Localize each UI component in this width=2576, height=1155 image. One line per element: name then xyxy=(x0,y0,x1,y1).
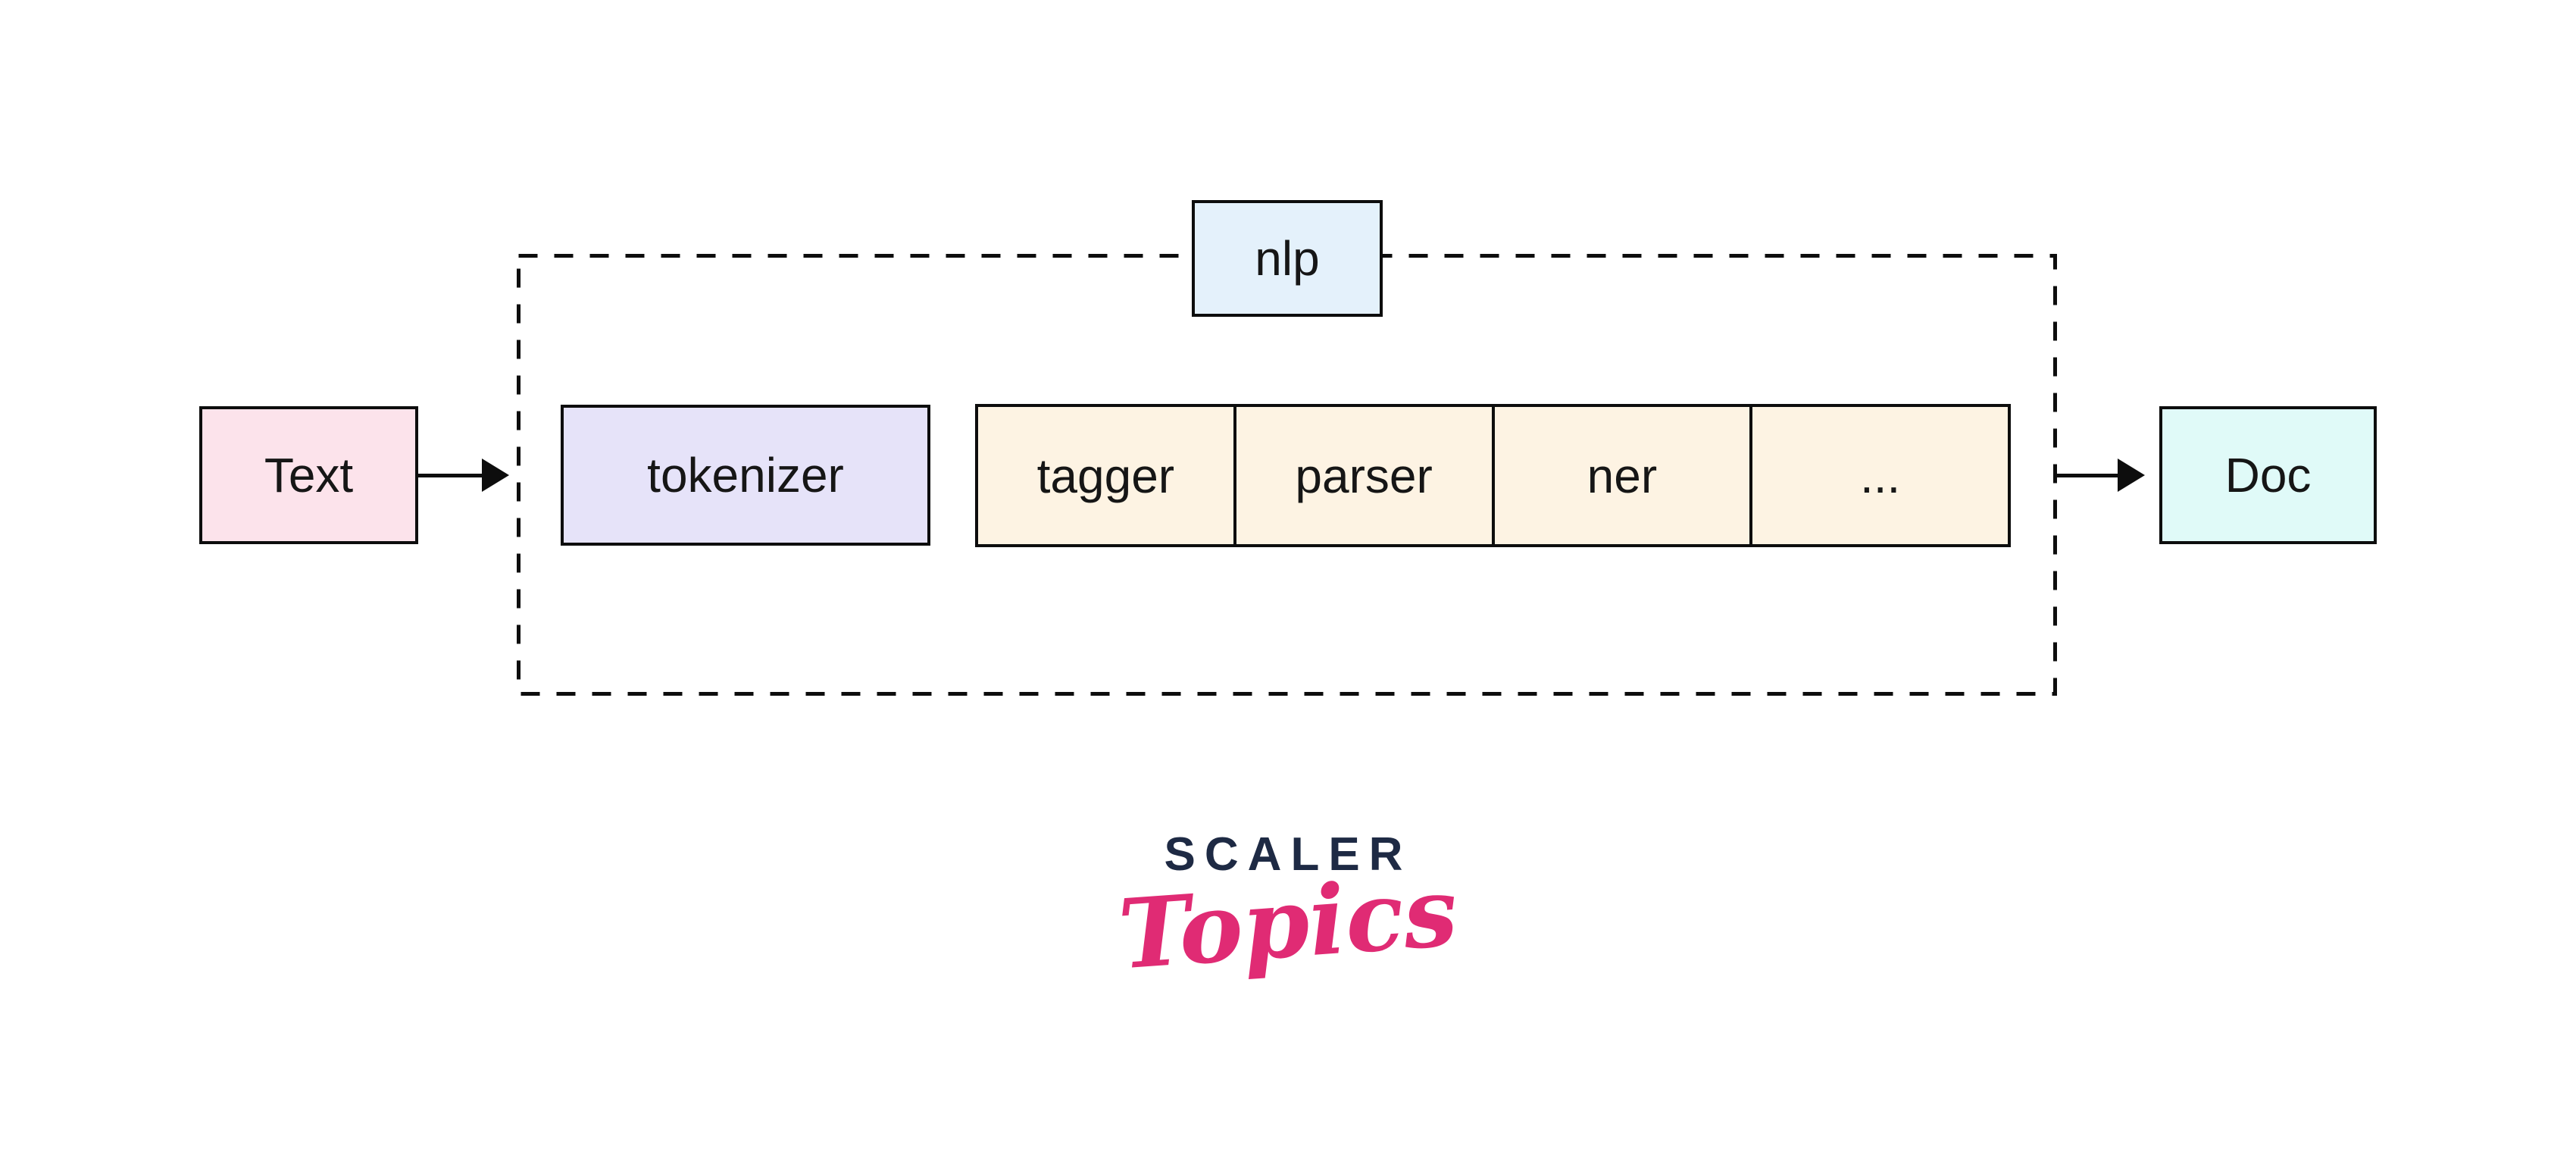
input-text-label: Text xyxy=(264,448,354,502)
pipeline-components-box: tagger parser ner ... xyxy=(975,404,2011,547)
nlp-label: nlp xyxy=(1255,231,1320,286)
arrow-head xyxy=(2118,459,2145,492)
ner-label: ner xyxy=(1587,448,1658,503)
nlp-container-label-box: nlp xyxy=(1192,200,1383,317)
arrow-shaft xyxy=(418,473,482,477)
arrow-head xyxy=(482,459,509,492)
pipeline-cell-ellipsis: ... xyxy=(1749,407,2008,544)
arrow-right-output-icon xyxy=(2054,459,2145,492)
tokenizer-node: tokenizer xyxy=(561,405,930,546)
pipeline-cell-tagger: tagger xyxy=(978,407,1233,544)
arrow-shaft xyxy=(2054,473,2118,477)
arrow-right-input-icon xyxy=(418,459,509,492)
logo-product-text: Topics xyxy=(1114,855,1462,991)
scaler-topics-logo: SCALER Topics xyxy=(1099,828,1477,991)
ellipsis-label: ... xyxy=(1859,448,1901,503)
tokenizer-label: tokenizer xyxy=(647,448,844,502)
pipeline-cell-parser: parser xyxy=(1233,407,1492,544)
input-text-node: Text xyxy=(199,406,418,544)
output-doc-label: Doc xyxy=(2224,448,2312,502)
parser-label: parser xyxy=(1295,448,1433,503)
tagger-label: tagger xyxy=(1036,448,1175,503)
pipeline-cell-ner: ner xyxy=(1491,407,1750,544)
logo-brand-text: SCALER xyxy=(1164,828,1412,881)
output-doc-node: Doc xyxy=(2159,406,2377,544)
